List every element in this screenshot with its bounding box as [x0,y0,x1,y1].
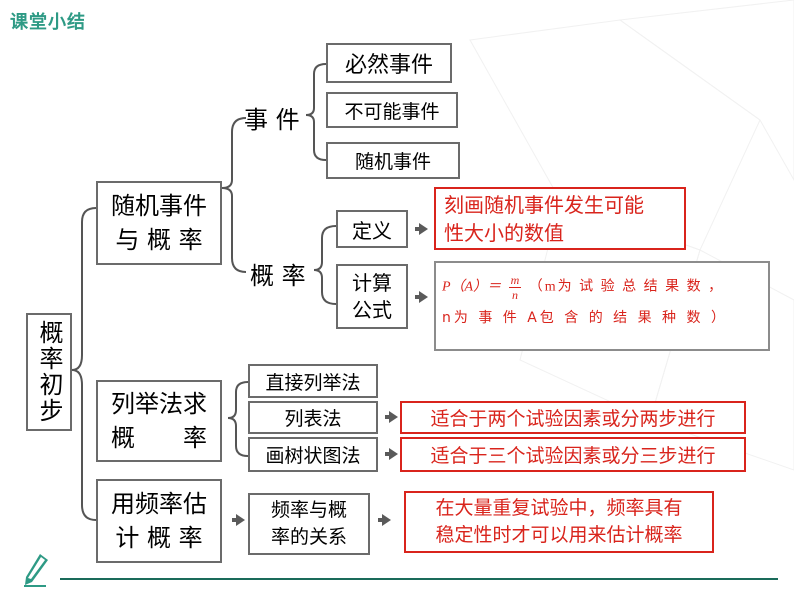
root-box: 概率初步 [26,313,72,431]
formula-line1-rest: （m为 试 验 总 结 果 数 ， [528,279,725,295]
method-table-note: 适合于两个试验因素或分两步进行 [430,408,716,430]
formula-fraction: m n [508,273,522,302]
event-certain-label: 必然事件 [344,53,433,78]
formula-label-line1: 计算 [352,270,392,295]
event-impossible-box: 不可能事件 [326,92,458,128]
method-table-label: 列表法 [284,408,342,430]
method-table-note-box: 适合于两个试验因素或分两步进行 [400,401,746,434]
frequency-note-line1: 在大量重复试验中，频率具有 [435,497,683,519]
section-freq-line1: 用频率估 [111,490,207,518]
section-enum-line2: 概 率 [111,424,207,452]
pencil-icon [24,554,48,587]
definition-label: 定义 [352,218,392,243]
section-random-line1: 随机事件 [111,192,207,220]
arrow-icon [415,291,428,303]
method-table-box: 列表法 [248,401,378,434]
arrow-icon [415,223,428,235]
frequency-box: 频率与概 率的关系 [248,493,370,555]
definition-text-line1: 刻画随机事件发生可能 [444,192,644,217]
event-impossible-label: 不可能事件 [344,100,440,123]
formula-label-line2: 公式 [352,297,392,322]
event-random-label: 随机事件 [354,151,431,173]
formula-label-box: 计算 公式 [336,264,408,329]
method-tree-label: 画树状图法 [265,445,361,467]
definition-box: 定义 [336,210,408,248]
prob-label: 概 率 [250,262,306,290]
section-random-line2: 与 概 率 [115,226,203,254]
method-direct-box: 直接列举法 [248,364,378,398]
root-label: 概率初步 [35,320,63,424]
definition-text-box: 刻画随机事件发生可能 性大小的数值 [434,187,686,250]
frequency-label-line2: 率的关系 [270,526,347,548]
arrow-icon [385,411,398,423]
formula-line2: n为 事 件 A包 含 的 结 果 种 数 ） [442,310,728,326]
method-tree-note-box: 适合于三个试验因素或分三步进行 [400,437,746,472]
event-random-box: 随机事件 [326,142,460,179]
formula-box: P（A）＝ m n （m为 试 验 总 结 果 数 ， n为 事 件 A包 含 … [434,261,770,351]
method-direct-label: 直接列举法 [265,371,361,394]
frequency-label-line1: 频率与概 [270,499,347,521]
section-enum-line1: 列举法求 [111,390,207,418]
formula-line1: P（A）＝ m n （m为 试 验 总 结 果 数 ， [442,273,724,302]
section-freq-line2: 计 概 率 [115,524,203,552]
formula-denominator: n [511,288,518,302]
definition-text-line2: 性大小的数值 [444,220,564,245]
frequency-note-box: 在大量重复试验中，频率具有 稳定性时才可以用来估计概率 [404,491,714,553]
page-title: 课堂小结 [10,12,86,33]
section-enum-box: 列举法求 概 率 [96,380,222,462]
event-certain-box: 必然事件 [326,43,452,83]
formula-lhs: P（A）＝ [442,279,502,295]
formula-numerator: m [508,273,522,288]
event-label: 事 件 [244,106,300,134]
frequency-note-line2: 稳定性时才可以用来估计概率 [435,524,683,546]
method-tree-note: 适合于三个试验因素或分三步进行 [430,445,716,467]
arrow-icon [232,514,245,526]
method-tree-box: 画树状图法 [248,437,378,472]
section-random-box: 随机事件 与 概 率 [96,181,222,265]
arrow-icon [385,448,398,460]
bottom-divider [60,578,778,580]
arrow-icon [378,514,391,526]
section-freq-box: 用频率估 计 概 率 [96,479,222,563]
